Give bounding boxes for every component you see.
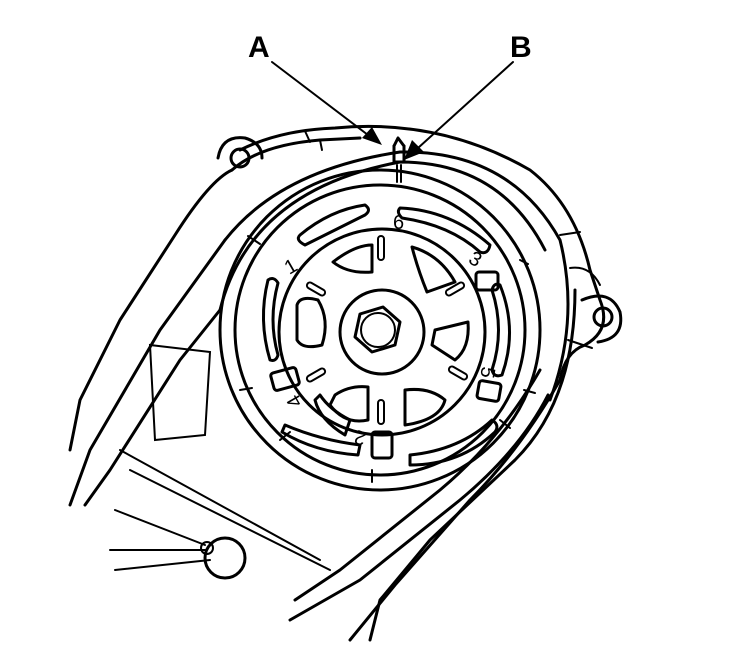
callout-label-a: A (248, 31, 270, 64)
callout-a-arrowhead (362, 127, 382, 145)
callout-a: A (248, 31, 382, 145)
mounting-ear-left (216, 136, 264, 169)
pulley-number-1: 1 (281, 255, 302, 280)
callout-b-leader (417, 61, 514, 149)
pulley-number-4: 4 (283, 391, 308, 412)
pulley-number-3: 3 (465, 247, 486, 272)
callout-b-arrowhead (404, 140, 424, 160)
callout-label-b: B (510, 31, 532, 64)
lower-components (109, 343, 331, 580)
pulley-number-5: 5 (475, 365, 499, 380)
idler-pulley (203, 536, 247, 580)
timing-cover (68, 124, 606, 642)
callout-a-leader (271, 61, 369, 136)
camshaft-pulley (218, 168, 542, 492)
timing-pointer (392, 136, 406, 183)
pulley-hub (338, 288, 426, 376)
pulley-number-2: 2 (352, 425, 370, 449)
center-bolt (353, 305, 402, 354)
mounting-ear-right (580, 294, 623, 344)
pulley-number-6: 6 (393, 212, 404, 234)
callout-b: B (404, 31, 532, 160)
